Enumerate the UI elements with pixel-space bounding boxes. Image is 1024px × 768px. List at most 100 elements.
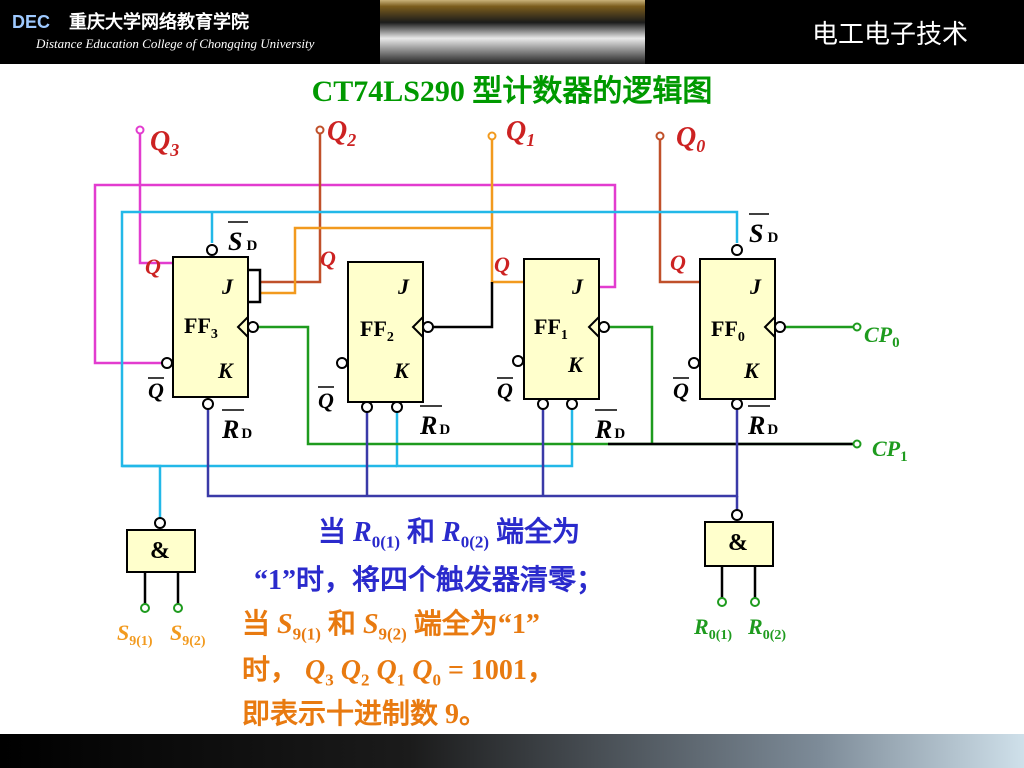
bubble-ff1-sd — [566, 398, 578, 410]
wire-sd-bus — [120, 210, 739, 518]
ff3-q-label: Q — [145, 254, 161, 279]
terminal-cp1 — [852, 439, 862, 449]
note-q1: Q1 — [376, 655, 406, 690]
ff2-k: K — [393, 358, 410, 383]
ff1-q-label: Q — [494, 252, 510, 277]
bubble-gate-s9 — [154, 517, 166, 529]
label-q0: Q0 — [676, 122, 705, 156]
wire-rd-bus — [206, 405, 739, 498]
bubble-gate-r0 — [731, 509, 743, 521]
note-q0: Q0 — [412, 655, 441, 690]
terminal-q1 — [487, 131, 497, 141]
ff0-k: K — [743, 358, 760, 383]
clock-triangle-ff2 — [411, 316, 424, 338]
and-gate-s9 — [126, 529, 196, 573]
label-r02: R0(2) — [747, 614, 786, 643]
note-set-line2: 时， Q3 Q2 Q1 Q0 = 1001， — [242, 648, 555, 691]
note-clear-line2: “1”时，将四个触发器清零； — [254, 565, 605, 596]
college-name-en: Distance Education College of Chongqing … — [36, 36, 315, 51]
terminal-q3 — [135, 125, 145, 135]
footer-bar — [0, 734, 1024, 768]
note-s91: S9(1) — [277, 609, 321, 644]
note-set-time: 时， — [242, 655, 299, 686]
flipflop-ff3 — [172, 256, 249, 398]
ff1-name: FF1 — [534, 314, 568, 343]
bubble-ff1-qbar — [512, 355, 524, 367]
bubble-ff3-rd — [202, 398, 214, 410]
terminal-r01 — [717, 597, 727, 607]
course-title: 电工电子技术 — [811, 20, 968, 50]
bubble-ff3-clk — [247, 321, 259, 333]
bubble-ff2-rd — [361, 401, 373, 413]
ff1-k: K — [567, 352, 584, 377]
bubble-ff2-qbar — [336, 357, 348, 369]
ff3-k: K — [217, 358, 234, 383]
terminal-q2 — [315, 125, 325, 135]
note-clear-line1: 当 R0(1) 和 R0(2) 端全为 — [318, 510, 580, 553]
ff2-qbar-label: Q — [318, 388, 334, 413]
note-set-all-one: 端全为“1” — [413, 609, 540, 640]
flipflop-ff2 — [347, 261, 424, 403]
ff1-j: J — [571, 274, 584, 299]
wire-q3 — [138, 130, 172, 265]
bubble-ff2-clk — [422, 321, 434, 333]
header-bar: DEC 重庆大学网络教育学院 Distance Education Colleg… — [0, 0, 1024, 64]
ff2-j: J — [397, 274, 410, 299]
clock-triangle-ff3 — [236, 316, 249, 338]
terminal-s91 — [140, 603, 150, 613]
bubble-ff2-sd — [391, 401, 403, 413]
ff3-name: FF3 — [184, 313, 218, 342]
bubble-ff0-rd — [731, 398, 743, 410]
and-gate-r0-symbol: & — [728, 530, 748, 556]
wire-q1-to-ff3 — [260, 226, 492, 295]
label-cp0: CP0 — [864, 322, 900, 351]
note-set-line3: 即表示十进制数 9。 — [242, 699, 488, 730]
wire-q3bar-feedback — [93, 183, 617, 365]
header-decor — [380, 0, 645, 64]
wire-ff3-clock — [258, 325, 855, 446]
label-q2: Q2 — [327, 116, 356, 150]
wire-q2 — [260, 130, 322, 284]
bubble-ff0-sd — [731, 244, 743, 256]
note-all-one: 端全为 — [496, 517, 581, 548]
ff3-j: J — [221, 274, 234, 299]
note-q3: Q3 — [305, 655, 334, 690]
note-when: 当 — [318, 517, 347, 548]
terminal-q0 — [655, 131, 665, 141]
wire-q0 — [658, 136, 700, 284]
terminal-s92 — [173, 603, 183, 613]
ff1-qbar-label: Q — [497, 378, 513, 403]
bubble-ff3-sd — [206, 244, 218, 256]
diagram-title: CT74LS290 型计数器的逻辑图 — [311, 75, 713, 108]
label-r01: R0(1) — [693, 614, 732, 643]
label-cp1: CP1 — [872, 436, 908, 465]
label-s91: S9(1) — [117, 620, 153, 649]
note-r02: R0(2) — [442, 517, 490, 552]
ff2-name: FF2 — [360, 316, 394, 345]
wire-ff3-jk — [248, 268, 262, 304]
label-q3: Q3 — [150, 126, 179, 160]
and-gate-r0 — [704, 521, 774, 567]
ff3-qbar-label: Q — [148, 378, 164, 403]
note-s92: S9(2) — [362, 609, 407, 644]
ff0-j: J — [749, 274, 762, 299]
ff0-q-label: Q — [670, 250, 686, 275]
wire-ff1-q-ff2-clock — [433, 282, 494, 329]
label-s92: S9(2) — [170, 620, 206, 649]
label-q1: Q1 — [506, 116, 535, 150]
note-set-line1: 当 S9(1) 和 S9(2) 端全为“1” — [242, 602, 540, 645]
wire-sd-ff2-ff1 — [395, 405, 574, 468]
note-q2: Q2 — [340, 655, 370, 690]
clock-triangle-ff0 — [763, 316, 776, 338]
wire-ff1-to-ff0 — [607, 325, 654, 444]
bubble-ff0-clk — [774, 321, 786, 333]
terminal-cp0 — [852, 322, 862, 332]
note-set-when: 当 — [242, 609, 271, 640]
bubble-ff1-rd — [537, 398, 549, 410]
note-set-and: 和 — [327, 609, 356, 640]
